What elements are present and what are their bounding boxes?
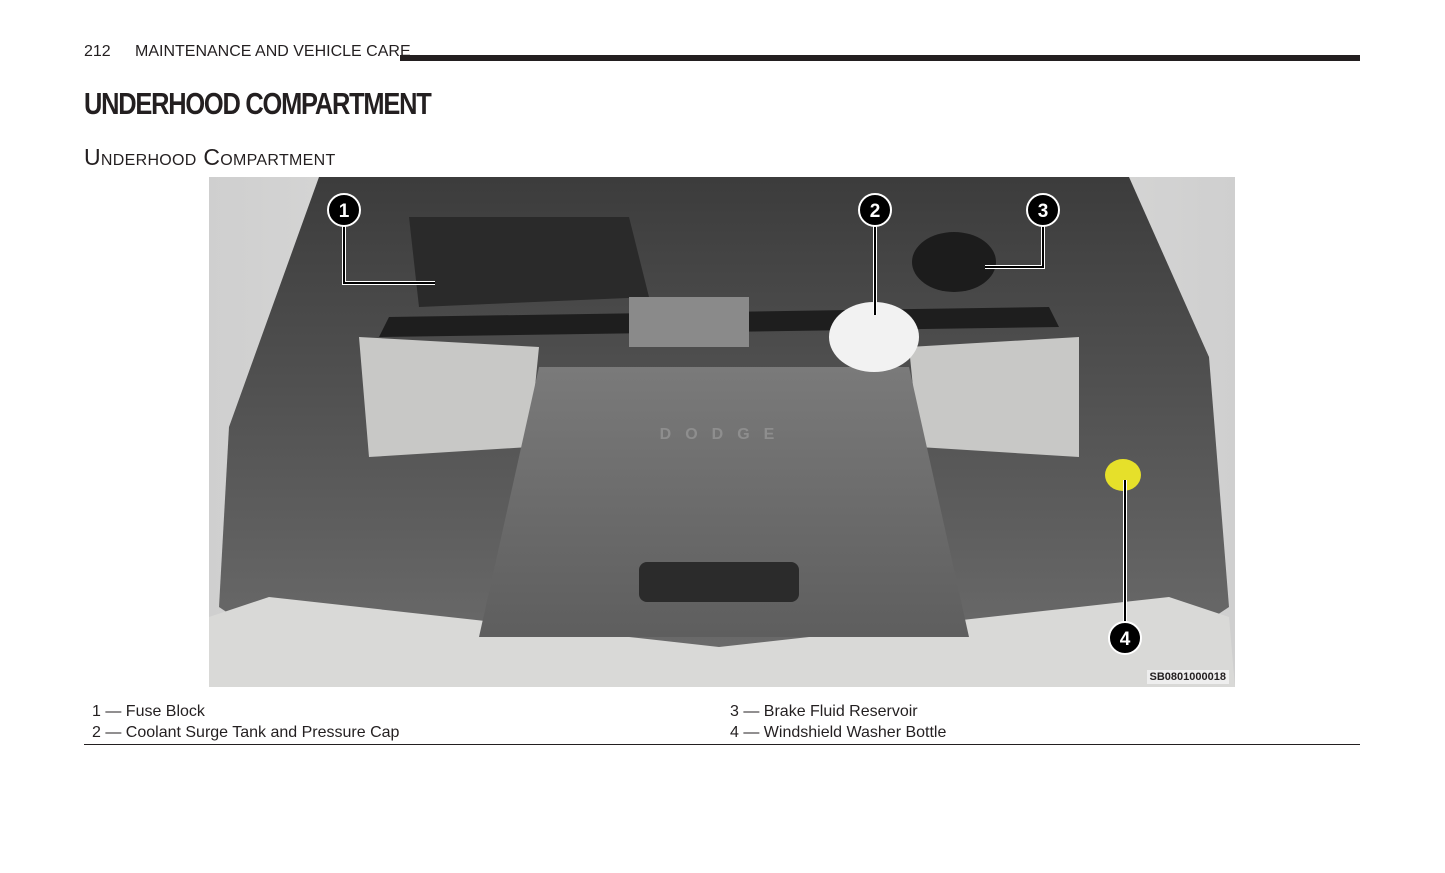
legend-item-4: 4 — Windshield Washer Bottle: [730, 724, 947, 741]
svg-text:4: 4: [1120, 629, 1131, 650]
svg-text:1: 1: [339, 201, 350, 222]
legend-bottom-rule: [84, 744, 1360, 745]
figure-subtitle: Underhood Compartment: [84, 144, 336, 170]
engine-bay-illustration: DODGE 1 2 3 4 SB0801000018: [209, 177, 1235, 687]
legend-item-1: 1 — Fuse Block: [92, 703, 205, 720]
legend-item-2: 2 — Coolant Surge Tank and Pressure Cap: [92, 724, 400, 741]
page-number: 212: [84, 43, 111, 60]
dodge-logo-text: DODGE: [660, 426, 789, 443]
callout-2: 2: [858, 193, 892, 227]
svg-text:2: 2: [870, 201, 881, 222]
callout-4: 4: [1108, 621, 1142, 655]
legend-item-3: 3 — Brake Fluid Reservoir: [730, 703, 918, 720]
svg-text:3: 3: [1038, 201, 1049, 222]
callout-1: 1: [327, 193, 361, 227]
header-rule: [400, 55, 1360, 61]
section-header: MAINTENANCE AND VEHICLE CARE: [135, 43, 411, 60]
callout-3: 3: [1026, 193, 1060, 227]
page-title: UNDERHOOD COMPARTMENT: [84, 86, 432, 121]
figure-id: SB0801000018: [1146, 670, 1229, 684]
